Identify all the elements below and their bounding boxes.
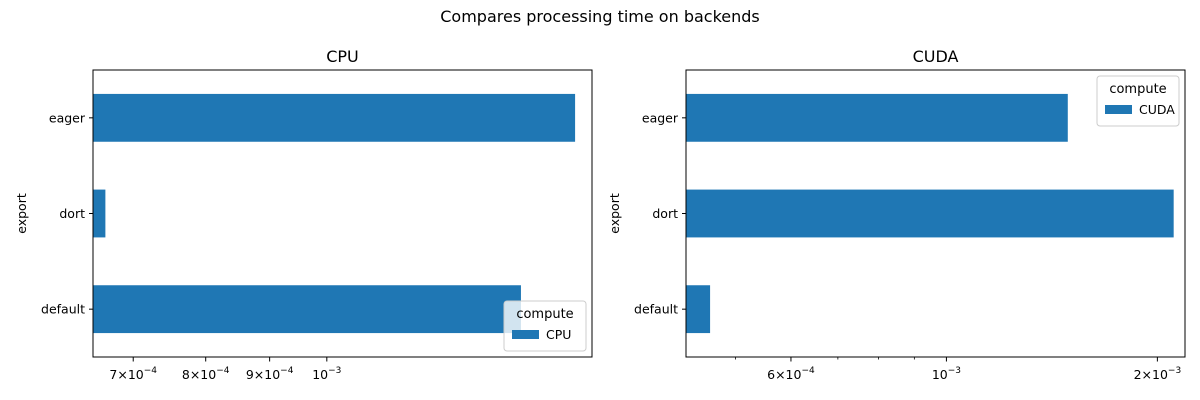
cpu-xtick-exponent: −4 bbox=[144, 366, 158, 376]
cpu-bar-default bbox=[93, 285, 521, 334]
cuda-bar-dort bbox=[686, 189, 1174, 238]
cuda-ytick-label-dort: dort bbox=[652, 206, 678, 221]
cpu-xtick-label-1: 8×10−4 bbox=[182, 366, 230, 382]
cpu-legend-title: compute bbox=[516, 307, 573, 322]
cuda-bar-default bbox=[686, 285, 711, 334]
cpu-ytick-label-dort: dort bbox=[59, 206, 85, 221]
cpu-xtick-label-3: 10−3 bbox=[312, 366, 341, 382]
cuda-legend-entry: CUDA bbox=[1139, 102, 1175, 117]
cpu-bar-eager bbox=[93, 93, 576, 142]
cuda-xtick-exponent: −3 bbox=[948, 366, 961, 376]
cuda-xtick-base: 10 bbox=[932, 367, 948, 382]
cuda-xtick-label-2: 2×10−3 bbox=[1134, 366, 1182, 382]
cuda-axes-title: CUDA bbox=[913, 47, 959, 66]
cuda-ytick-label-eager: eager bbox=[642, 110, 679, 125]
cpu-xtick-exponent: −4 bbox=[216, 366, 230, 376]
cpu-xtick-base: 8×10 bbox=[182, 367, 216, 382]
cuda-xtick-label-0: 6×10−4 bbox=[767, 366, 815, 382]
cuda-xtick-base: 6×10 bbox=[767, 367, 801, 382]
figure-suptitle: Compares processing time on backends bbox=[440, 7, 760, 26]
cpu-axes-frame bbox=[92, 69, 593, 358]
cuda-bar-eager bbox=[686, 93, 1068, 142]
cuda-legend-title: compute bbox=[1109, 82, 1166, 97]
cpu-xtick-exponent: −4 bbox=[280, 366, 294, 376]
cpu-axes-title: CPU bbox=[326, 47, 359, 66]
cuda-xtick-exponent: −3 bbox=[1168, 366, 1181, 376]
cpu-bar-dort bbox=[93, 189, 106, 238]
cpu-xtick-label-0: 7×10−4 bbox=[109, 366, 157, 382]
cpu-xtick-label-2: 9×10−4 bbox=[246, 366, 294, 382]
cuda-axes-frame bbox=[685, 69, 1186, 358]
cpu-ylabel: export bbox=[14, 193, 29, 234]
cpu-xtick-base: 10 bbox=[312, 367, 328, 382]
cpu-xtick-base: 9×10 bbox=[246, 367, 280, 382]
cuda-legend-swatch bbox=[1105, 105, 1132, 114]
cpu-xtick-exponent: −3 bbox=[328, 366, 341, 376]
cpu-legend-swatch bbox=[512, 330, 539, 339]
cpu-legend-entry: CPU bbox=[546, 327, 571, 342]
cpu-xtick-base: 7×10 bbox=[109, 367, 143, 382]
cuda-ytick-label-default: default bbox=[634, 302, 678, 317]
cuda-xtick-exponent: −4 bbox=[801, 366, 815, 376]
cpu-ytick-label-default: default bbox=[41, 302, 85, 317]
cuda-xtick-label-1: 10−3 bbox=[932, 366, 961, 382]
cpu-ytick-label-eager: eager bbox=[49, 110, 86, 125]
cuda-xtick-base: 2×10 bbox=[1134, 367, 1168, 382]
cuda-ylabel: export bbox=[607, 193, 622, 234]
